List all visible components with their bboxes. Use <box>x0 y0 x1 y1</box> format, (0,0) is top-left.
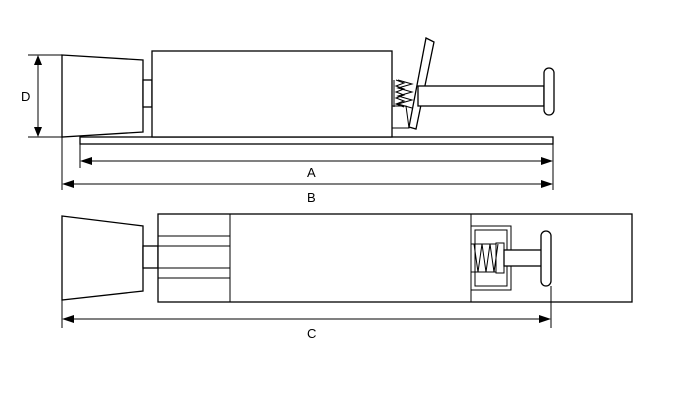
side-view-front-shaft <box>142 79 153 108</box>
top-view-rubber-bumper <box>61 215 144 301</box>
dimension-c: C <box>61 286 552 341</box>
top-view-end-knob <box>540 230 552 287</box>
top-view-base-plate <box>157 213 633 303</box>
side-view-lever-bracket <box>392 105 410 129</box>
dimension-a: A <box>79 144 554 180</box>
dimension-a-label: A <box>307 165 316 180</box>
side-view-end-knob <box>543 67 555 116</box>
side-view-base-plate <box>79 136 554 145</box>
side-view-housing <box>151 50 393 138</box>
side-view-rear-rod <box>417 85 545 107</box>
top-view-front-shaft <box>142 245 159 269</box>
side-view: D A B <box>21 37 555 205</box>
side-view-rubber-bumper <box>61 54 144 138</box>
side-view-spring <box>393 79 414 109</box>
dimension-d-label: D <box>21 89 30 104</box>
top-view-rod <box>503 249 543 267</box>
dimension-b: B <box>61 137 554 205</box>
top-view: C <box>61 213 633 341</box>
dimension-c-label: C <box>307 326 316 341</box>
dimension-b-label: B <box>307 190 316 205</box>
dimension-d: D <box>21 54 62 138</box>
side-view-pedal-lever <box>408 37 435 130</box>
